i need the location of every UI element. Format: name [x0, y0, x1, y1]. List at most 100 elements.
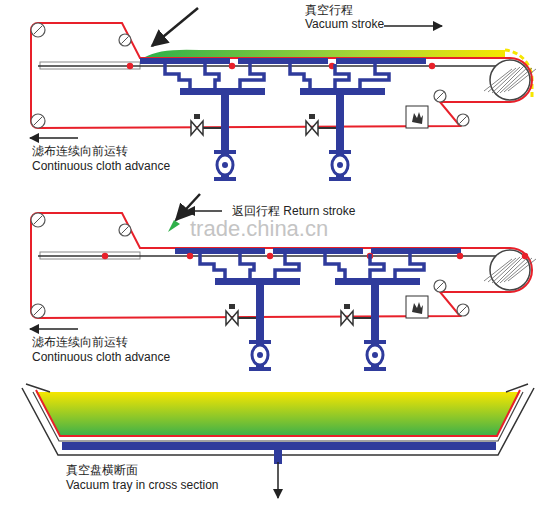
filter-cloth — [31, 213, 532, 318]
drop-pipe — [335, 64, 349, 89]
roller-mark — [121, 36, 128, 43]
drop-pipe — [200, 254, 225, 279]
vacuum-tray — [238, 58, 328, 64]
support-dot — [267, 253, 273, 259]
caption-label: 滤布连续向前运转 — [32, 144, 128, 158]
drop-pipe — [240, 254, 254, 279]
drop-pipe — [290, 64, 310, 89]
roller-hatch — [508, 259, 536, 281]
support-dot — [522, 253, 528, 259]
vacuum-tray — [371, 248, 461, 254]
direction-arrow — [30, 328, 78, 330]
watermark: trade.china.cn — [190, 216, 328, 242]
roller-mark — [459, 116, 466, 123]
control-box — [406, 106, 428, 128]
pump-flange — [214, 177, 236, 181]
roller — [31, 304, 45, 318]
drop-pipe — [325, 254, 345, 279]
roller-mark — [34, 307, 42, 315]
roller-hatch — [504, 68, 532, 92]
drop-pipe — [165, 64, 190, 89]
drop-pipe — [205, 64, 219, 89]
control-box — [406, 296, 428, 318]
pump-flange — [364, 367, 386, 371]
manifold — [215, 278, 300, 285]
pump-flange — [249, 340, 271, 344]
valve-stem — [309, 114, 315, 119]
roller — [434, 280, 446, 292]
roller-hatch — [504, 258, 532, 282]
roller — [119, 224, 131, 236]
caption-label: 真空行程 — [305, 3, 353, 17]
support-dot — [457, 253, 463, 259]
roller-hatch — [500, 67, 528, 93]
support-dot — [102, 253, 108, 259]
feed-arrow — [152, 8, 198, 46]
valve-pipe — [238, 317, 256, 319]
roller — [457, 304, 469, 316]
pump-core — [372, 352, 378, 358]
pump — [217, 155, 233, 175]
drop-pipe — [395, 254, 424, 279]
vacuum-stroke-panel — [31, 8, 536, 181]
drop-pipe — [240, 64, 264, 89]
valve — [341, 311, 353, 325]
drop-pipe — [275, 254, 299, 279]
roller — [31, 23, 45, 37]
roller-mark — [459, 306, 466, 313]
roller — [31, 114, 45, 128]
pump — [332, 155, 348, 175]
roller-hatch — [508, 69, 536, 91]
tray-belt — [33, 392, 523, 441]
valve — [306, 121, 318, 135]
roller-mark — [121, 226, 128, 233]
roller-mark — [436, 92, 443, 99]
pump-core — [337, 162, 343, 168]
manifold — [300, 88, 385, 95]
tray-body — [62, 442, 496, 450]
tray-cloth — [36, 390, 520, 436]
tray-frame — [22, 388, 534, 455]
pump-core — [257, 352, 263, 358]
caption-label: Vacuum tray in cross section — [66, 478, 219, 492]
direction-arrow — [186, 210, 222, 212]
filter-cloth — [31, 23, 532, 128]
drop-pipe — [370, 254, 384, 279]
drive-roller — [490, 250, 530, 290]
roller-hatch — [492, 257, 520, 283]
valve-pipe — [353, 317, 371, 319]
roller-mark — [436, 282, 443, 289]
caption-label: Vacuum stroke — [305, 17, 384, 31]
roller-mark — [34, 117, 42, 125]
valve-stem — [194, 114, 200, 119]
roller — [31, 213, 45, 227]
caption-label: Continuous cloth advance — [32, 159, 170, 173]
pump-flange — [214, 150, 236, 154]
pump-flange — [329, 177, 351, 181]
pump-flange — [249, 367, 271, 371]
valve — [191, 121, 203, 135]
roller-hatch — [500, 257, 528, 283]
return-stroke-panel — [31, 194, 536, 371]
tray-outline — [26, 384, 528, 392]
roller — [434, 90, 446, 102]
hand-icon — [412, 112, 423, 124]
filter-cake — [145, 50, 505, 57]
valve-stem — [229, 304, 235, 309]
vacuum-tray — [336, 58, 426, 64]
vacuum-tray — [175, 248, 265, 254]
valve — [226, 311, 238, 325]
valve-pipe — [203, 127, 221, 129]
pump-core — [222, 162, 228, 168]
direction-arrow — [382, 25, 442, 27]
pump-flange — [364, 340, 386, 344]
support-dot — [187, 253, 193, 259]
caption-label: Continuous cloth advance — [32, 350, 170, 364]
valve-stem — [344, 304, 350, 309]
roller-mark — [34, 216, 42, 224]
outlet-arrow — [277, 462, 279, 498]
support-dot — [229, 63, 235, 69]
pump — [252, 345, 268, 365]
